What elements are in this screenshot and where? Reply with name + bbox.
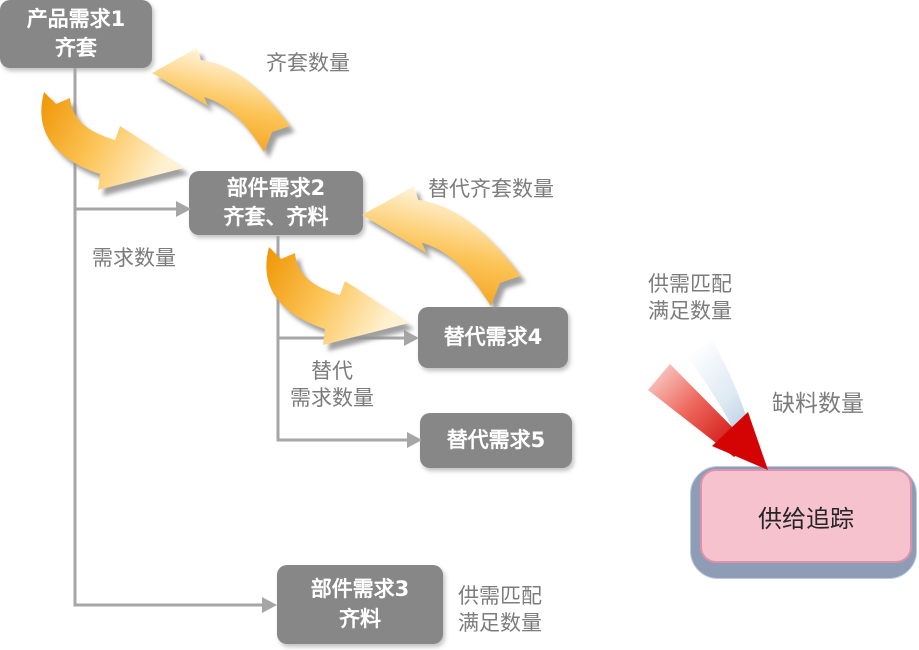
node-label: 供给追踪 (758, 504, 854, 533)
node-label-line2: 齐套、齐料 (223, 205, 329, 229)
supply-streaks (648, 341, 768, 470)
kit-cycle-arrow-down-icon (41, 92, 185, 190)
match-streak-icon (686, 341, 756, 456)
label-alt-kit-qty: 替代齐套数量 (428, 177, 554, 201)
label-match-fulfill-right: 供需匹配 满足数量 (648, 271, 732, 326)
node-label: 替代需求4 (443, 324, 543, 349)
label-line1: 替代 (311, 359, 353, 383)
node-label-line1: 产品需求1 (26, 6, 126, 31)
label-demand-qty: 需求数量 (92, 246, 176, 270)
node-supply-tracking: 供给追踪 (700, 469, 912, 563)
alt-cycle-arrow-down-icon (266, 247, 409, 345)
node-label-line2: 齐套 (55, 36, 97, 60)
node-product-demand-1: 产品需求1 齐套 (0, 0, 152, 68)
node-part-demand-3: 部件需求3 齐料 (277, 565, 443, 644)
node-alt-demand-5: 替代需求5 (420, 413, 572, 468)
connector-arrowhead-alt4 (404, 330, 419, 346)
label-line1: 供需匹配 (458, 584, 542, 608)
connector-arrowhead-part3 (262, 597, 277, 613)
label-line2: 满足数量 (648, 299, 732, 324)
alt-cycle-arrow-up-icon (362, 186, 521, 306)
shortage-arrow-head-icon (712, 412, 768, 470)
label-match-fulfill-bottom: 供需匹配 满足数量 (458, 583, 542, 638)
connector-line-demand1-down (73, 68, 263, 607)
connector-lines (73, 68, 408, 607)
node-part-demand-2: 部件需求2 齐套、齐料 (189, 171, 363, 235)
node-label-line2: 齐料 (339, 606, 381, 631)
label-line1: 供需匹配 (648, 272, 732, 296)
label-kit-qty: 齐套数量 (266, 51, 350, 75)
label-line2: 需求数量 (290, 386, 374, 411)
label-shortage-qty: 缺料数量 (772, 391, 864, 417)
shortage-streak-icon (648, 364, 749, 457)
label-alt-demand-qty: 替代 需求数量 (276, 358, 388, 413)
label-line2: 满足数量 (458, 611, 542, 636)
node-label: 替代需求5 (446, 427, 546, 452)
node-label-line1: 部件需求2 (226, 175, 326, 200)
node-alt-demand-4: 替代需求4 (418, 307, 568, 368)
node-label-line1: 部件需求3 (310, 577, 410, 602)
